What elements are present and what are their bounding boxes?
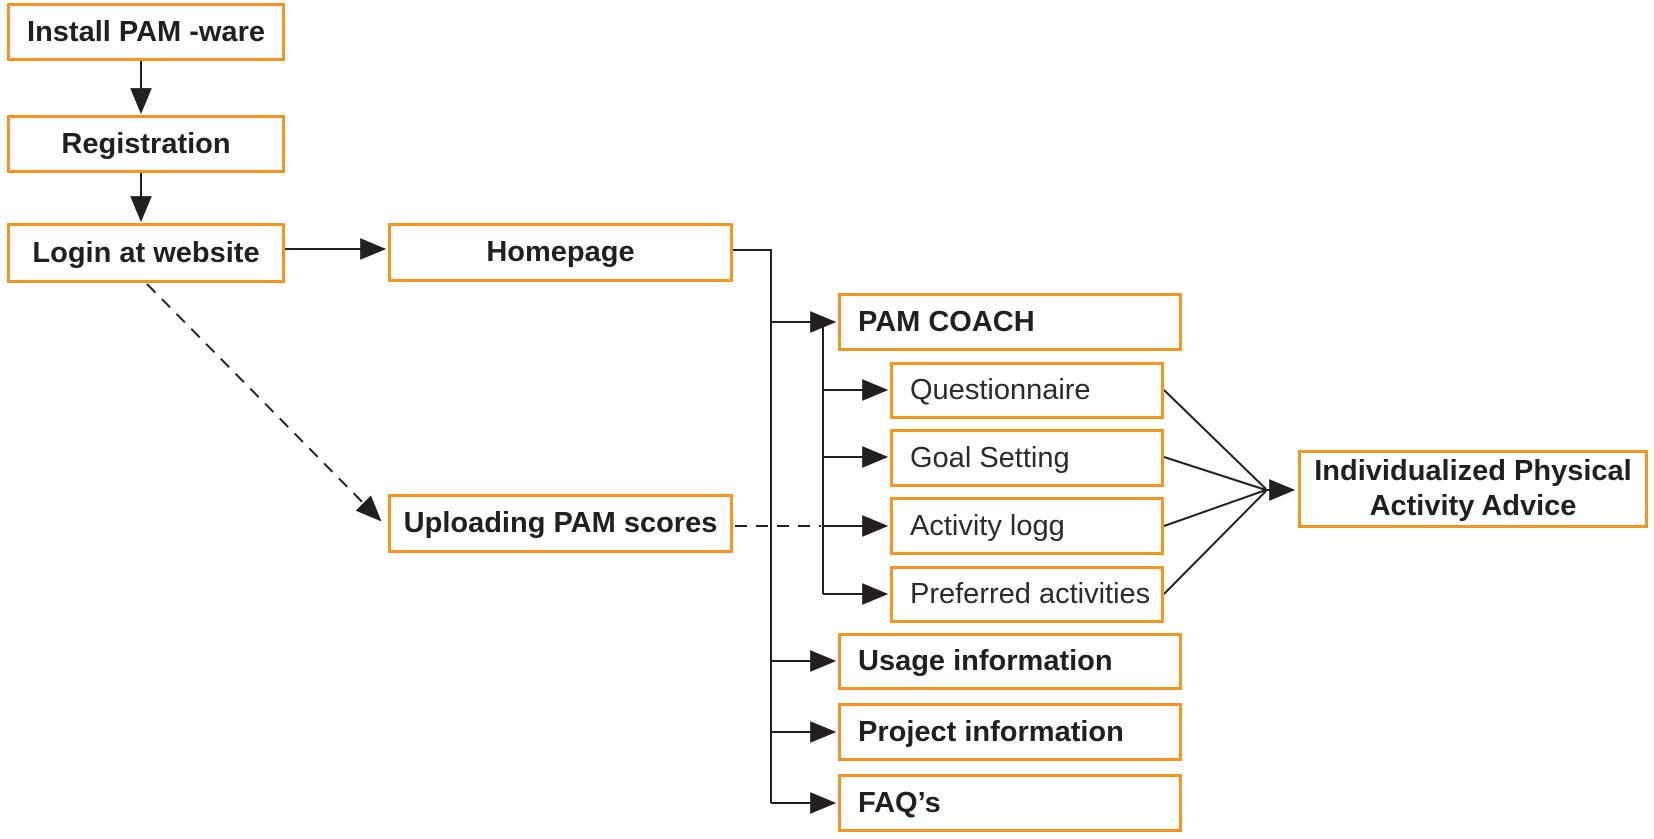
node-faqs: FAQ’s bbox=[838, 774, 1182, 832]
node-label: Preferred activities bbox=[910, 578, 1151, 611]
edge-goalsetting-advice bbox=[1163, 456, 1267, 491]
node-project-information: Project information bbox=[838, 703, 1182, 761]
node-registration: Registration bbox=[7, 115, 285, 173]
node-label: Project information bbox=[858, 715, 1124, 748]
node-questionnaire: Questionnaire bbox=[890, 362, 1164, 419]
node-label: Usage information bbox=[858, 645, 1113, 678]
node-label: Install PAM -ware bbox=[27, 15, 265, 48]
edge-preferred-advice bbox=[1163, 490, 1267, 595]
node-activity-logg: Activity logg bbox=[890, 497, 1164, 555]
node-usage-information: Usage information bbox=[838, 633, 1182, 690]
node-homepage: Homepage bbox=[388, 223, 733, 282]
node-label: Login at website bbox=[32, 236, 260, 269]
node-preferred-activities: Preferred activities bbox=[890, 566, 1164, 623]
edge-homepage-trunk bbox=[733, 249, 772, 803]
node-individualized-advice: Individualized Physical Activity Advice bbox=[1298, 450, 1648, 528]
node-install-pam-ware: Install PAM -ware bbox=[7, 3, 285, 61]
node-goal-setting: Goal Setting bbox=[890, 429, 1164, 487]
node-label: Activity logg bbox=[910, 509, 1065, 542]
node-label: FAQ’s bbox=[858, 786, 941, 819]
node-label: Individualized Physical Activity Advice bbox=[1314, 454, 1632, 522]
edge-questionnaire-advice bbox=[1163, 389, 1267, 490]
node-label: Homepage bbox=[486, 236, 635, 269]
node-label: Questionnaire bbox=[910, 374, 1091, 407]
node-label: Uploading PAM scores bbox=[403, 507, 718, 540]
node-label: Goal Setting bbox=[910, 441, 1070, 474]
node-label: PAM COACH bbox=[858, 305, 1035, 338]
edge-login-uploading bbox=[146, 283, 382, 522]
node-pam-coach: PAM COACH bbox=[838, 293, 1182, 351]
node-uploading-pam-scores: Uploading PAM scores bbox=[388, 494, 733, 553]
node-label: Registration bbox=[61, 127, 231, 160]
node-login-at-website: Login at website bbox=[7, 223, 285, 283]
edge-activitylogg-advice bbox=[1163, 489, 1267, 527]
